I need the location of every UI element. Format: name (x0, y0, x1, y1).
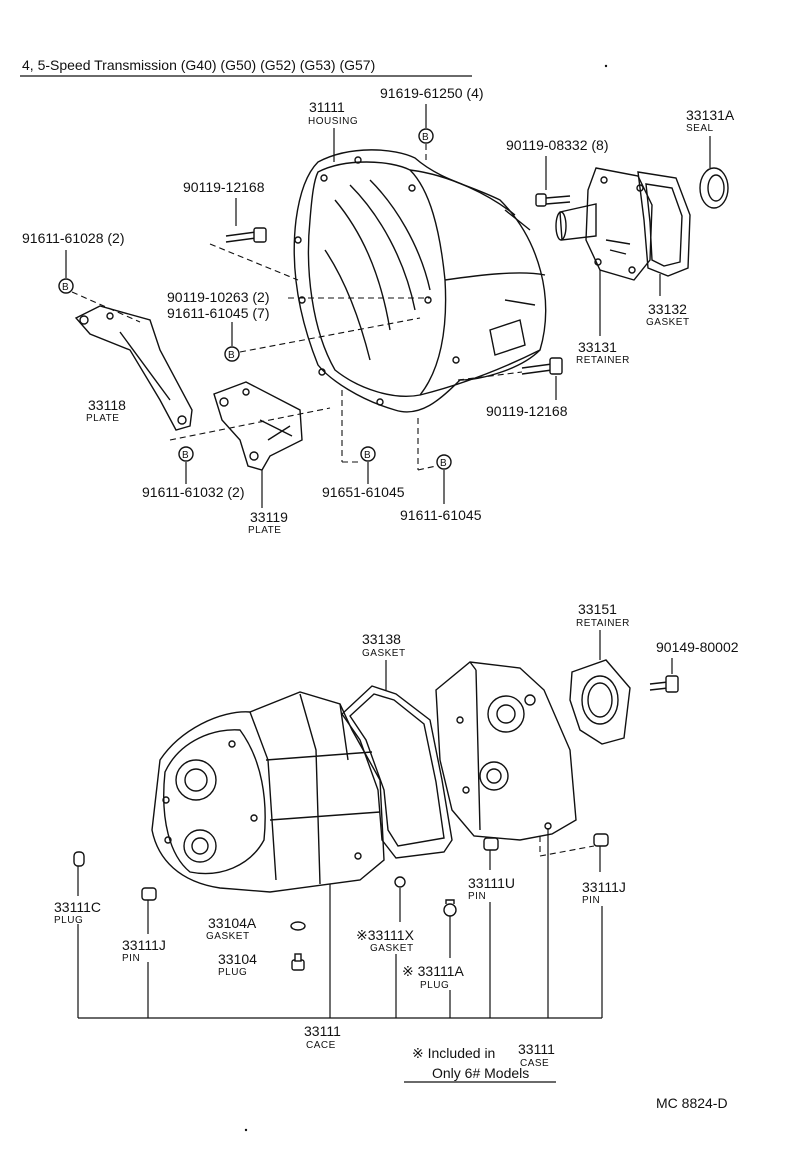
part-number-33111C: 33111C (54, 899, 101, 915)
pin-33111U-drawing (483, 837, 499, 851)
plug-33111C-drawing (73, 851, 85, 867)
part-number-90119-12168-right: 90119-12168 (486, 403, 568, 419)
part-name-retainer: RETAINER (576, 355, 630, 366)
part-number-33111X: ※33111X (356, 927, 415, 943)
gasket-33132-drawing (637, 171, 691, 277)
part-name-seal: SEAL (686, 123, 714, 134)
part-number-91611-61028: 91611-61028 (2) (22, 230, 124, 246)
plug-33111A-drawing (443, 899, 457, 917)
note-part-number: 33111 (518, 1041, 555, 1057)
svg-text:B: B (228, 350, 235, 361)
part-number-33111A: ※ 33111A (402, 963, 464, 979)
part-number-91611-61045-7: 91611-61045 (7) (167, 305, 269, 321)
part-number-31111: 31111 (309, 99, 345, 115)
part-number-33104A: 33104A (208, 915, 257, 931)
svg-text:B: B (440, 458, 447, 469)
bolt-marker-b: B (360, 446, 376, 462)
part-number-33111: 33111 (304, 1023, 341, 1039)
part-number-33111J-left: 33111J (122, 937, 166, 953)
note-included-in: ※ Included in (412, 1045, 495, 1061)
bolt-icon (535, 193, 571, 207)
part-number-33138: 33138 (362, 631, 401, 647)
part-number-33132: 33132 (648, 301, 687, 317)
part-number-33119: 33119 (250, 509, 288, 525)
seal-33131A-drawing (699, 167, 729, 209)
plate-33119-drawing (213, 381, 303, 471)
speck (244, 1128, 248, 1132)
svg-text:B: B (422, 132, 429, 143)
part-number-90119-08332: 90119-08332 (8) (506, 137, 608, 153)
part-name-gasket-3: GASKET (206, 931, 250, 942)
retainer-33131-drawing (555, 167, 653, 281)
bolt-marker-b: B (436, 454, 452, 470)
part-name-plug-3: PLUG (420, 980, 449, 991)
bolt-marker-b: B (418, 128, 434, 144)
part-number-91611-61045: 91611-61045 (400, 507, 482, 523)
plate-33118-drawing (74, 305, 193, 431)
part-name-pin-2: PIN (468, 891, 486, 902)
part-number-91651-61045: 91651-61045 (322, 484, 405, 500)
part-name-gasket-4: GASKET (370, 943, 414, 954)
svg-text:B: B (62, 282, 69, 293)
part-number-91611-61032: 91611-61032 (2) (142, 484, 244, 500)
part-number-33131: 33131 (578, 339, 617, 355)
part-number-90119-12168-top: 90119-12168 (183, 179, 265, 195)
gasket-33138-drawing (341, 685, 453, 859)
speck (604, 64, 608, 68)
bolt-icon (649, 675, 679, 693)
part-name-retainer-2: RETAINER (576, 618, 630, 629)
part-name-housing: HOUSING (308, 116, 358, 127)
part-number-91619-61250: 91619-61250 (4) (380, 85, 484, 101)
part-name-plate-2: PLATE (248, 525, 281, 536)
part-number-33111J-right: 33111J (582, 879, 626, 895)
note-models: Only 6# Models (432, 1065, 529, 1081)
case-33111-drawing (151, 691, 385, 893)
diagram-code: MC 8824-D (656, 1095, 728, 1111)
retainer-33151-drawing (569, 659, 631, 745)
plug-33104-drawing (291, 953, 305, 971)
part-name-case: CACE (306, 1040, 336, 1051)
diagram-title: 4, 5-Speed Transmission (G40) (G50) (G52… (22, 57, 375, 73)
part-name-plate: PLATE (86, 413, 119, 424)
pin-33111J-right-drawing (593, 833, 609, 847)
intermediate-plate-drawing (435, 661, 577, 841)
note-part-name: CASE (520, 1058, 549, 1069)
part-name-plug-2: PLUG (218, 967, 247, 978)
bolt-icon (225, 227, 267, 243)
part-number-90119-10263: 90119-10263 (2) (167, 289, 269, 305)
part-name-gasket: GASKET (646, 317, 690, 328)
svg-text:B: B (364, 450, 371, 461)
part-name-plug: PLUG (54, 915, 83, 926)
part-number-33111U: 33111U (468, 875, 515, 891)
part-name-pin-3: PIN (582, 895, 600, 906)
case-assembly-bracket (77, 828, 603, 1019)
gasket-33111X-drawing (394, 876, 406, 888)
part-name-gasket-2: GASKET (362, 648, 406, 659)
housing-31111-drawing (293, 149, 547, 413)
svg-text:B: B (182, 450, 189, 461)
part-name-pin: PIN (122, 953, 140, 964)
part-number-33118: 33118 (88, 397, 126, 413)
bolt-marker-b: B (178, 446, 194, 462)
gasket-33104A-drawing (290, 921, 306, 931)
bolt-marker-b: B (58, 278, 74, 294)
part-number-33151: 33151 (578, 601, 617, 617)
part-number-33104: 33104 (218, 951, 257, 967)
bolt-icon (521, 357, 563, 375)
pin-33111J-left-drawing (141, 887, 157, 901)
part-number-33131A: 33131A (686, 107, 735, 123)
bolt-marker-b: B (224, 346, 240, 362)
part-number-90149-80002: 90149-80002 (656, 639, 739, 655)
